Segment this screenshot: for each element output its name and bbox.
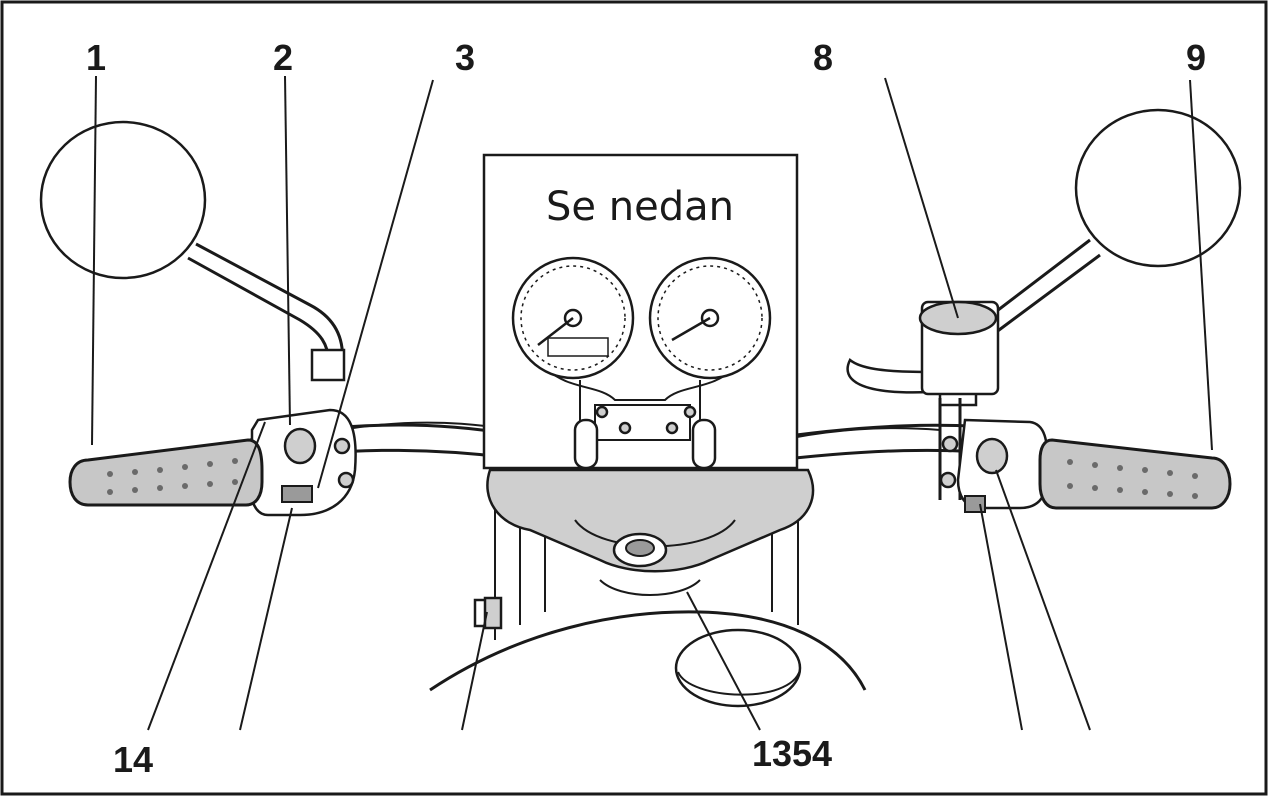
fuel-cap — [674, 628, 802, 708]
leader-line-b — [461, 611, 488, 731]
left-switch-button — [283, 427, 317, 465]
fuel-tank — [429, 610, 867, 708]
callout-1: 1 — [86, 37, 106, 78]
fuel-tap — [473, 596, 503, 630]
leader-line-2 — [284, 75, 291, 426]
leader-line-1354 — [686, 591, 761, 731]
inset-panel: Se nedan — [482, 153, 799, 470]
callout-8: 8 — [813, 37, 833, 78]
callout-14: 14 — [113, 739, 153, 780]
right-switch-button — [975, 437, 1009, 475]
callout-9: 9 — [1186, 37, 1206, 78]
speedometer — [511, 256, 635, 380]
callout-2: 2 — [273, 37, 293, 78]
leader-line-14 — [147, 421, 266, 731]
leader-line-8 — [884, 77, 959, 319]
leader-line-9 — [1189, 79, 1213, 451]
leader-line-3 — [317, 79, 434, 489]
callout-3: 3 — [455, 37, 475, 78]
leader-line-d — [995, 469, 1091, 731]
top-yoke — [486, 468, 815, 596]
right-grip — [1038, 438, 1232, 510]
right-switch-housing — [939, 418, 1050, 513]
leader-line-1 — [91, 75, 97, 446]
left-grip — [68, 438, 264, 507]
leader-lines — [91, 75, 1213, 731]
leader-line-c — [979, 503, 1023, 731]
callout-1354: 1354 — [752, 733, 832, 774]
leader-line-a — [239, 507, 293, 731]
tachometer — [648, 256, 772, 380]
left-switch-housing — [250, 408, 357, 517]
inset-caption: Se nedan — [546, 184, 734, 230]
left-mirror — [39, 120, 346, 382]
